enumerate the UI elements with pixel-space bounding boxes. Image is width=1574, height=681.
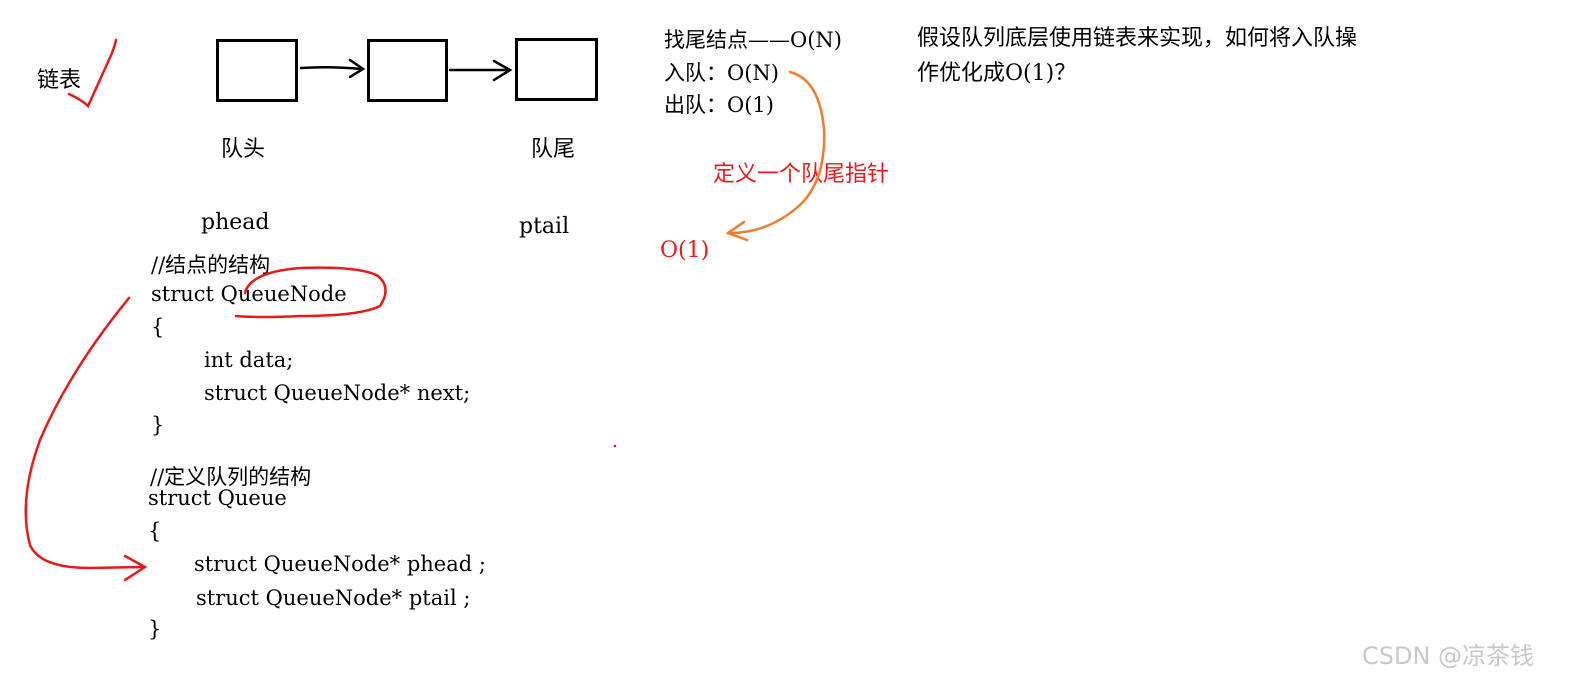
- queue-struct-close-brace: }: [148, 617, 162, 641]
- link-arrow-1-head: [348, 58, 366, 79]
- queue-head-label: 队头: [221, 137, 266, 162]
- node-struct-comment: //结点的结构: [151, 253, 271, 277]
- node-struct-declaration: struct QueueNode: [151, 282, 347, 306]
- ptail-label: ptail: [519, 214, 570, 239]
- dequeue-complexity: 出队：O(1): [664, 93, 774, 117]
- queue-struct-field-ptail: struct QueueNode* ptail ;: [196, 586, 471, 610]
- stray-dot: [613, 444, 617, 448]
- list-node-head: [216, 39, 298, 102]
- queue-struct-field-phead: struct QueueNode* phead ;: [194, 552, 486, 576]
- question-line-2: 作优化成O(1)？: [917, 61, 1077, 86]
- node-struct-close-brace: }: [151, 413, 165, 437]
- list-node-middle: [367, 39, 448, 102]
- queue-struct-open-brace: {: [148, 519, 162, 543]
- enqueue-complexity: 入队：O(N): [664, 61, 779, 85]
- optimized-complexity-note: O(1): [660, 238, 710, 263]
- list-node-tail: [515, 38, 598, 101]
- link-arrow-2-head: [492, 59, 513, 82]
- red-arrow-head: [123, 554, 148, 582]
- queue-struct-declaration: struct Queue: [148, 486, 287, 510]
- watermark: CSDN @凉茶钱: [1362, 642, 1535, 670]
- find-tail-complexity: 找尾结点——O(N): [664, 28, 842, 52]
- node-struct-field-data: int data;: [204, 348, 294, 372]
- orange-arrow-head: [725, 220, 749, 242]
- node-struct-field-next: struct QueueNode* next;: [204, 381, 471, 405]
- queue-struct-comment: //定义队列的结构: [150, 465, 312, 489]
- queue-tail-label: 队尾: [531, 137, 576, 162]
- red-curved-arrow: [24, 296, 145, 570]
- define-tail-pointer-note: 定义一个队尾指针: [713, 162, 890, 187]
- node-struct-open-brace: {: [151, 315, 165, 339]
- phead-label: phead: [201, 210, 270, 235]
- link-arrow-1: [299, 65, 364, 71]
- linked-list-label: 链表: [37, 68, 82, 93]
- question-line-1: 假设队列底层使用链表来实现，如何将入队操: [917, 26, 1358, 51]
